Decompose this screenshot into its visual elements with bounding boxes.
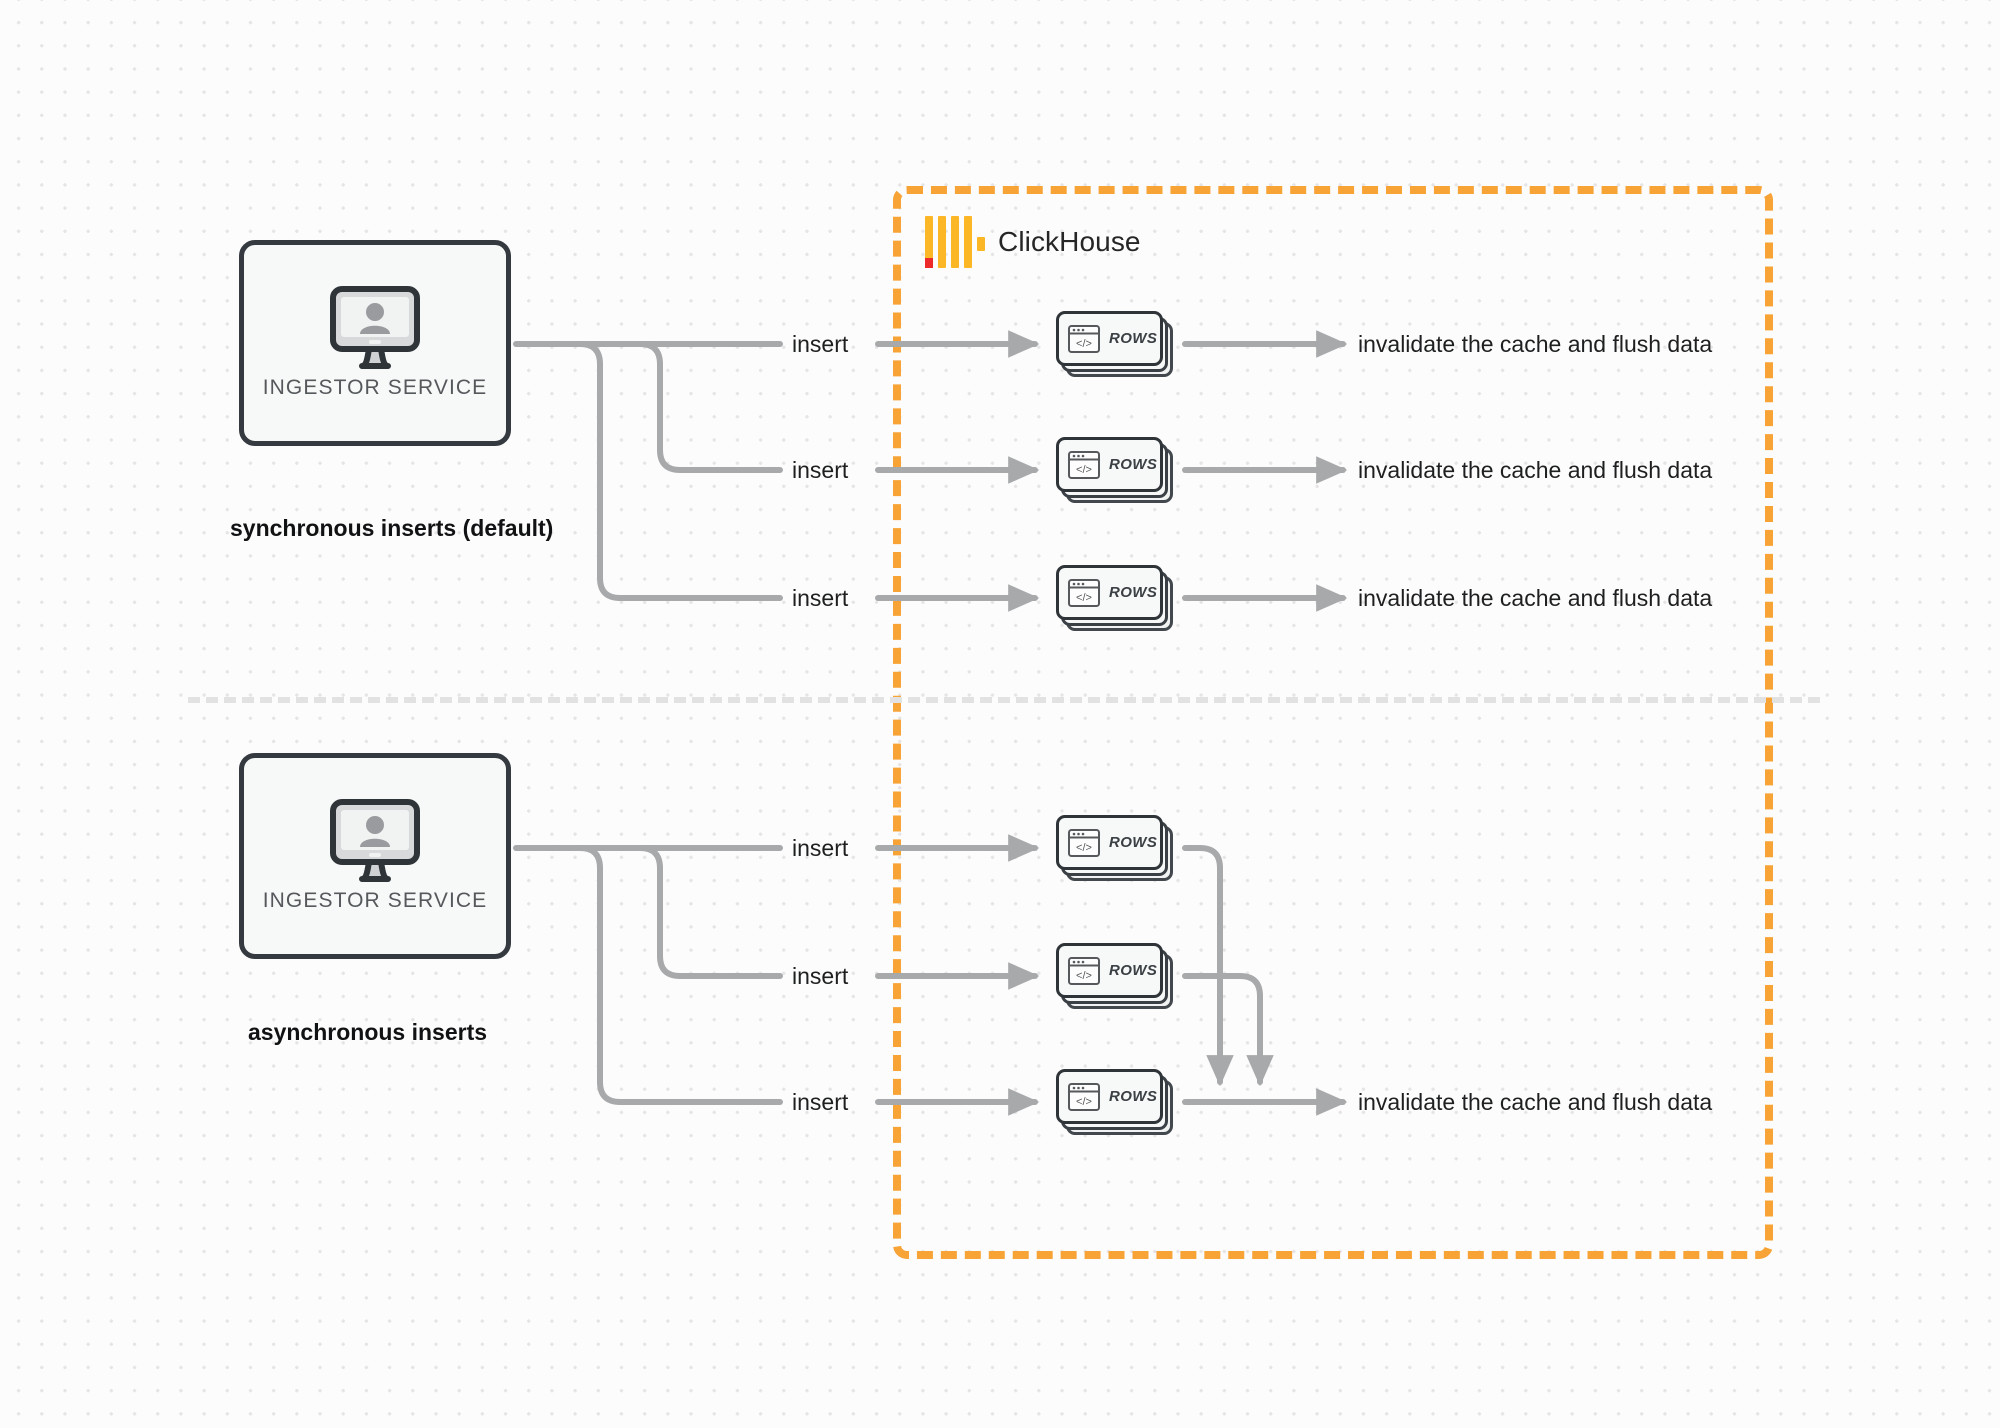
ingestor-service-sync[interactable]: INGESTOR SERVICE (239, 240, 511, 446)
rows-node-sync-1[interactable]: </> ROWS (1056, 311, 1173, 377)
edge-label-insert-async-3: insert (792, 1089, 849, 1115)
svg-text:</>: </> (1076, 842, 1092, 854)
code-window-icon: </> (1068, 578, 1100, 607)
monitor-user-icon (330, 286, 420, 369)
rows-node-async-3[interactable]: </> ROWS (1056, 1069, 1173, 1135)
edge-label-insert-sync-1: insert (792, 331, 849, 357)
svg-text:</>: </> (1076, 1096, 1092, 1108)
edge-label-result-sync-1: invalidate the cache and flush data (1358, 331, 1713, 357)
edge-label-insert-async-2: insert (792, 963, 849, 989)
section-caption-sync: synchronous inserts (default) (230, 515, 554, 541)
code-window-icon: </> (1068, 956, 1100, 985)
rows-node-label: ROWS (1109, 330, 1158, 347)
ingestor-service-label: INGESTOR SERVICE (262, 889, 488, 912)
edge-label-insert-sync-2: insert (792, 457, 849, 483)
rows-node-label: ROWS (1109, 1088, 1158, 1105)
edge-label-insert-sync-3: insert (792, 585, 849, 611)
clickhouse-brand: ClickHouse (925, 216, 1141, 268)
ingestor-service-async[interactable]: INGESTOR SERVICE (239, 753, 511, 959)
ingestor-service-label: INGESTOR SERVICE (262, 376, 488, 399)
code-window-icon: </> (1068, 828, 1100, 857)
code-window-icon: </> (1068, 1082, 1100, 1111)
rows-node-sync-2[interactable]: </> ROWS (1056, 437, 1173, 503)
rows-node-label: ROWS (1109, 584, 1158, 601)
rows-node-async-2[interactable]: </> ROWS (1056, 943, 1173, 1009)
code-window-icon: </> (1068, 450, 1100, 479)
rows-node-async-1[interactable]: </> ROWS (1056, 815, 1173, 881)
svg-text:</>: </> (1076, 464, 1092, 476)
svg-text:</>: </> (1076, 970, 1092, 982)
clickhouse-boundary (893, 186, 1773, 1259)
edge-label-result-async-merged: invalidate the cache and flush data (1358, 1089, 1713, 1115)
edge-label-insert-async-1: insert (792, 835, 849, 861)
svg-text:</>: </> (1076, 592, 1092, 604)
rows-node-label: ROWS (1109, 456, 1158, 473)
rows-node-label: ROWS (1109, 834, 1158, 851)
rows-node-label: ROWS (1109, 962, 1158, 979)
section-divider (188, 697, 1820, 703)
monitor-user-icon (330, 799, 420, 882)
edge-label-result-sync-3: invalidate the cache and flush data (1358, 585, 1713, 611)
rows-node-sync-3[interactable]: </> ROWS (1056, 565, 1173, 631)
code-window-icon: </> (1068, 324, 1100, 353)
clickhouse-logo-icon (925, 216, 985, 268)
section-caption-async: asynchronous inserts (248, 1019, 488, 1045)
edge-label-result-sync-2: invalidate the cache and flush data (1358, 457, 1713, 483)
clickhouse-label: ClickHouse (998, 226, 1141, 257)
svg-text:</>: </> (1076, 338, 1092, 350)
